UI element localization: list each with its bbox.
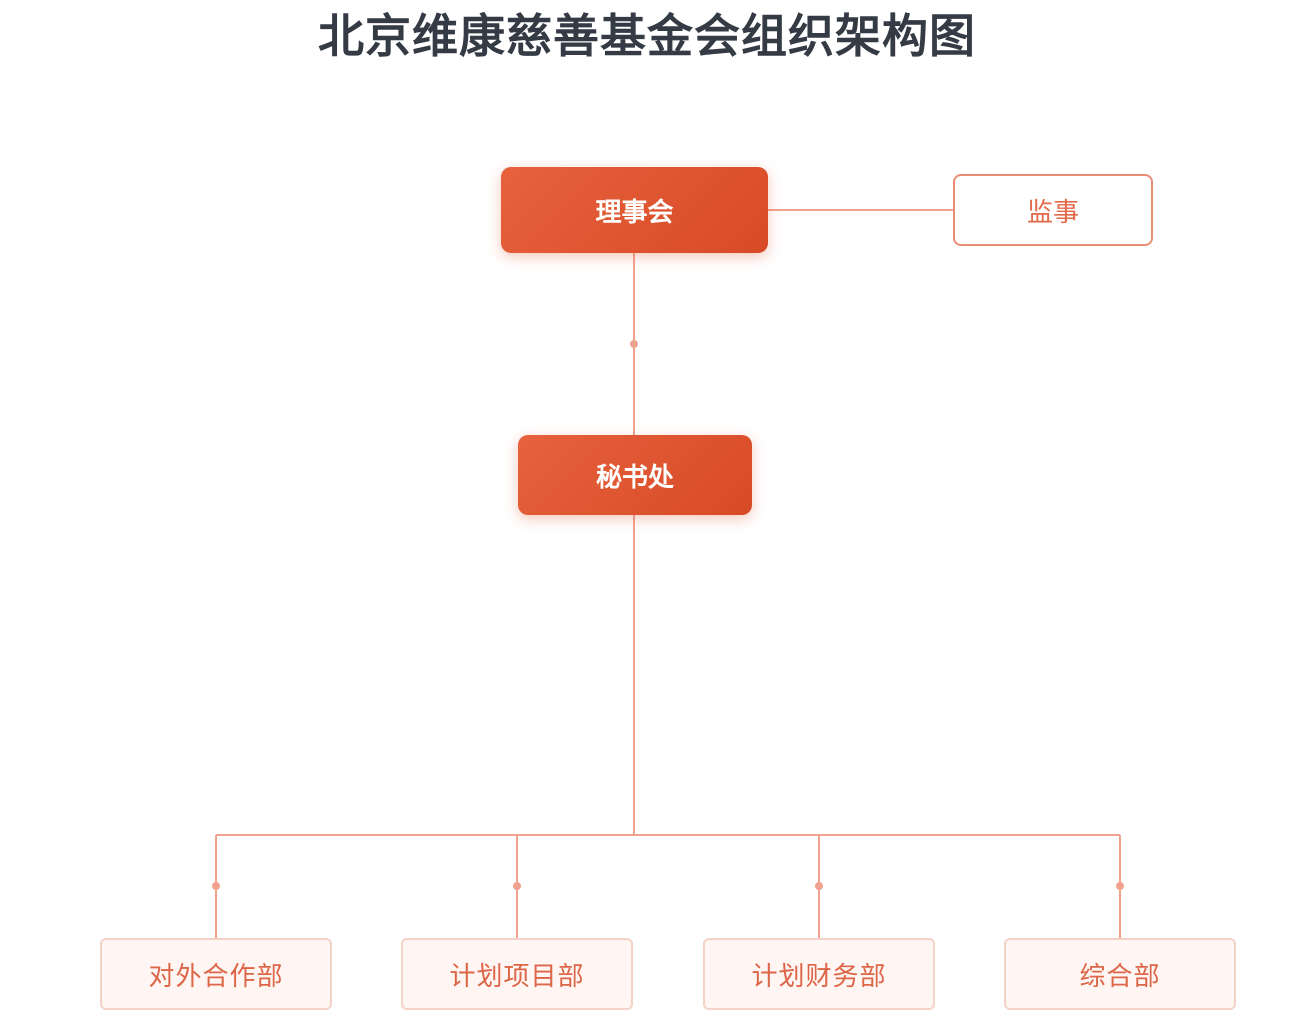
department-label: 综合部 [1079,961,1161,992]
node-department: 综合部 [1004,938,1236,1010]
department-label: 计划财务部 [751,961,887,992]
chart-title: 北京维康慈善基金会组织架构图 [318,9,976,63]
department-label: 计划项目部 [449,961,585,992]
node-supervisor: 监事 [953,174,1153,246]
node-department: 计划项目部 [401,938,633,1010]
node-department: 计划财务部 [703,938,935,1010]
node-supervisor-label: 监事 [1026,197,1079,228]
connector-dot [212,882,220,890]
node-department: 对外合作部 [100,938,332,1010]
node-board: 理事会 [501,167,768,253]
connector-dot [630,340,638,348]
node-secretariat: 秘书处 [518,435,752,515]
node-board-label: 理事会 [595,197,674,228]
connector-dot [815,882,823,890]
connector-dot [1116,882,1124,890]
connector-dot [513,882,521,890]
node-secretariat-label: 秘书处 [595,462,674,493]
department-label: 对外合作部 [148,961,284,992]
